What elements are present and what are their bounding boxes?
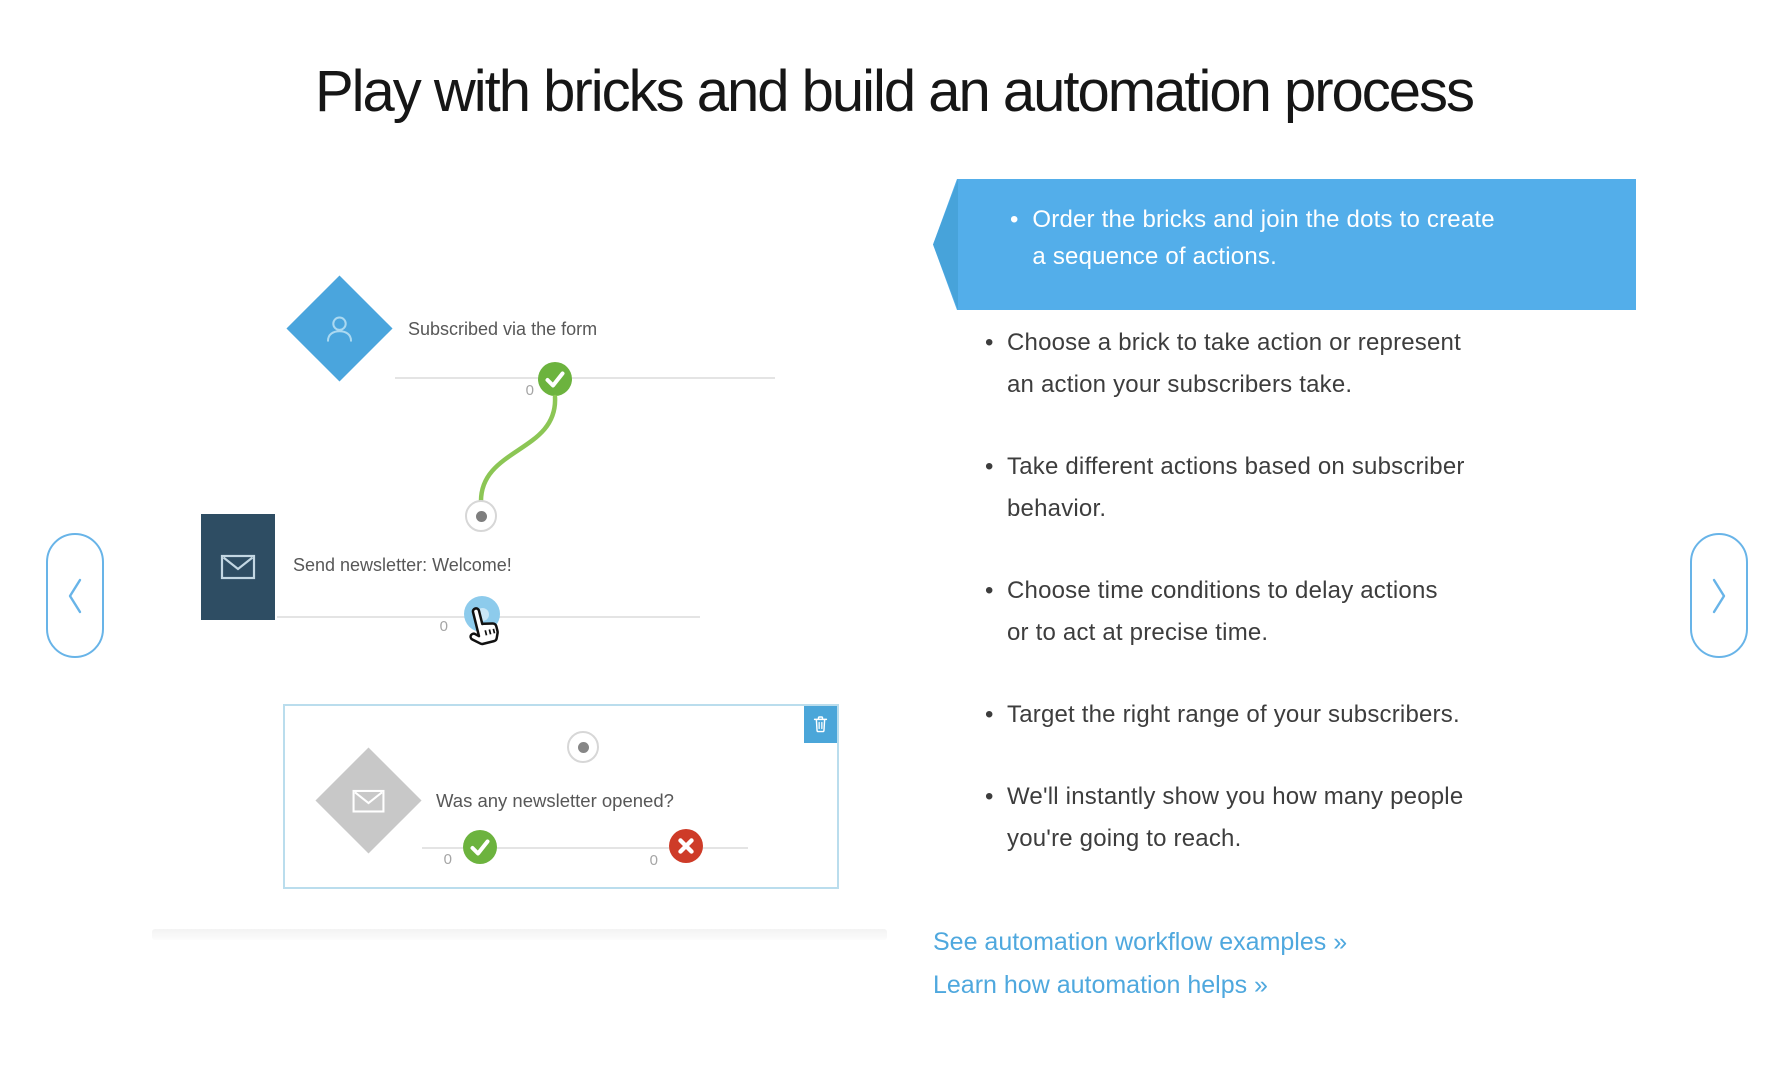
connector-line [422, 847, 748, 849]
no-branch-handle[interactable] [669, 829, 703, 863]
callout-line: Order the bricks and join the dots to cr… [1032, 206, 1495, 233]
condition-yes-count: 0 [443, 851, 452, 868]
feature-text: you're going to reach. [1007, 825, 1242, 852]
bullet-dot: • [985, 329, 994, 356]
list-item: • We'll instantly show you how many peop… [985, 776, 1605, 860]
bullet-dot: • [1010, 206, 1019, 233]
yes-branch-handle[interactable] [463, 830, 497, 864]
page-title: Play with bricks and build an automation… [314, 58, 1475, 124]
brick-condition-label: Was any newsletter opened? [436, 790, 674, 811]
check-icon [463, 830, 497, 864]
list-item: • Target the right range of your subscri… [985, 694, 1605, 736]
brick-subscribe-count: 0 [525, 382, 534, 399]
check-icon [538, 362, 572, 396]
carousel-next-button[interactable] [1690, 533, 1748, 658]
feature-text: Choose time conditions to delay actions [1007, 577, 1438, 604]
feature-text: Choose a brick to take action or represe… [1007, 329, 1461, 356]
feature-text: behavior. [1007, 495, 1107, 522]
delete-brick-button[interactable] [804, 706, 837, 743]
condition-no-count: 0 [649, 852, 658, 869]
connection-point[interactable] [465, 500, 497, 532]
connection-curve [478, 394, 558, 505]
carousel-prev-button[interactable] [46, 533, 104, 658]
yes-branch-handle[interactable] [538, 362, 572, 396]
cross-icon [669, 829, 703, 863]
feature-text: We'll instantly show you how many people [1007, 783, 1464, 810]
brick-condition-box[interactable]: Was any newsletter opened? 0 0 [283, 704, 839, 889]
connector-line [395, 377, 775, 379]
trash-icon [811, 714, 830, 735]
slide-shadow-strip [152, 929, 887, 940]
feature-text: Target the right range of your subscribe… [1007, 701, 1460, 728]
feature-text: or to act at precise time. [1007, 619, 1269, 646]
brick-newsletter-count: 0 [439, 618, 448, 635]
bullet-dot: • [985, 453, 994, 480]
bullet-dot: • [985, 701, 994, 728]
brick-subscribe-label: Subscribed via the form [408, 319, 598, 339]
envelope-icon [219, 552, 257, 582]
callout-line: a sequence of actions. [1032, 243, 1277, 270]
feature-text: an action your subscribers take. [1007, 371, 1353, 398]
bullet-dot: • [985, 577, 994, 604]
link-automation-helps[interactable]: Learn how automation helps » [933, 971, 1268, 999]
cursor-hand-icon [454, 598, 510, 654]
brick-condition-diamond[interactable] [315, 747, 422, 854]
feature-text: Take different actions based on subscrib… [1007, 453, 1465, 480]
list-item: • Choose a brick to take action or repre… [985, 322, 1605, 406]
connection-point[interactable] [567, 731, 599, 763]
bullet-dot: • [985, 783, 994, 810]
chevron-left-icon [63, 574, 87, 618]
list-item: • Take different actions based on subscr… [985, 446, 1605, 530]
brick-subscribe-diamond[interactable] [286, 275, 393, 382]
envelope-icon [351, 787, 387, 815]
link-automation-examples[interactable]: See automation workflow examples » [933, 928, 1348, 956]
brick-newsletter-label: Send newsletter: Welcome! [293, 555, 512, 575]
highlight-callout: • Order the bricks and join the dots to … [933, 179, 1636, 310]
feature-list: • Choose a brick to take action or repre… [985, 322, 1605, 900]
list-item: • Choose time conditions to delay action… [985, 570, 1605, 654]
chevron-right-icon [1707, 574, 1731, 618]
brick-newsletter-square[interactable] [201, 514, 275, 620]
person-icon [320, 309, 360, 349]
